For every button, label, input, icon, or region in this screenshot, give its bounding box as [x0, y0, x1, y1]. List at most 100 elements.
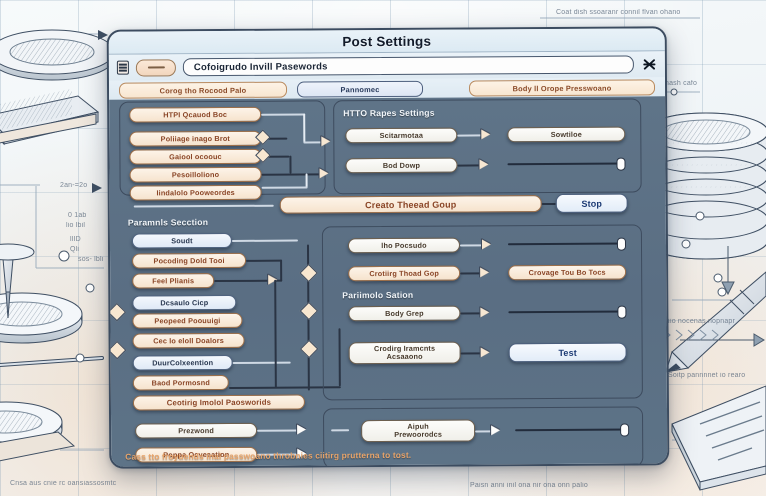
connector-lb0: [257, 429, 302, 432]
connector-lt0: [261, 113, 306, 116]
diamond-left-0: [107, 302, 127, 322]
connector-lt0-h: [303, 141, 324, 144]
connector-rm1: [460, 272, 483, 275]
arrow-lt0: [321, 136, 331, 147]
connector-lm1-v: [280, 259, 282, 282]
stop-button[interactable]: Stop: [555, 193, 628, 213]
window-titlebar: Post Settings: [108, 28, 665, 55]
node-rm-row0-source[interactable]: lho Pocsudo: [347, 237, 461, 254]
slider-knob[interactable]: [620, 423, 630, 437]
connector-rt0: [457, 134, 484, 137]
node-lm-4[interactable]: Peopeed Poouuigi: [132, 312, 243, 329]
node-lm-3[interactable]: Dcsaulo Cicp: [132, 294, 237, 311]
scissors-icon[interactable]: [641, 56, 657, 72]
page-title: Post Settings: [342, 33, 432, 49]
arrow-rm1: [480, 267, 490, 278]
background-note-6: 2an-=2o: [60, 182, 88, 189]
node-left-top-4[interactable]: Iindalolo Pooweordes: [129, 184, 262, 201]
group-right-mid-subtitle: Pariimolo Sation: [342, 289, 414, 301]
connector-lt4: [261, 186, 308, 189]
background-note-1: nash cafo: [665, 80, 698, 87]
node-lm-6[interactable]: DuurColxeention: [132, 354, 233, 371]
test-button[interactable]: Test: [508, 342, 627, 363]
node-lm-7[interactable]: Baod Pormosnd: [132, 374, 229, 391]
connector-rm0: [459, 244, 484, 247]
arrow-rb: [491, 425, 501, 436]
node-lm-2[interactable]: Feel Plianis: [132, 273, 215, 289]
arrow-rt1: [479, 159, 489, 170]
diamond-spine-1: [299, 301, 319, 321]
slider-track: [507, 242, 626, 246]
node-rb-line2: Prewoorodcs: [394, 429, 443, 439]
connector-lm1: [246, 259, 283, 262]
node-rt-row0-target[interactable]: Sowtiloe: [507, 126, 626, 143]
node-left-top-1[interactable]: Poliiage inago Brot: [129, 130, 262, 147]
node-rm-row1-source[interactable]: Crotiirg Thoad Gop: [348, 265, 461, 282]
connector-lm0: [231, 239, 298, 242]
arrow-lb0: [297, 424, 307, 435]
node-lb-0[interactable]: Prezwond: [135, 422, 258, 439]
node-left-top-2[interactable]: Gaiool ocoouc: [129, 148, 262, 165]
node-rm-row2-source[interactable]: Body Grep: [348, 305, 461, 322]
slider-the-password[interactable]: [507, 237, 627, 251]
group-right-top-title: HTTO Rapes Settings: [343, 107, 435, 119]
arrow-lm2: [268, 274, 278, 285]
background-note-4: Cnsa aus cnie rc oansiassosmtc: [10, 480, 117, 487]
node-rt-row1-source[interactable]: Bod Dowp: [345, 157, 458, 174]
node-rm-row3-source[interactable]: Crodirg Iramcnts Acsaaono: [348, 341, 461, 365]
slider-body-grep[interactable]: [508, 305, 627, 319]
background-note-0: Coat dish ssoaranr connil flvan ohano: [556, 9, 681, 16]
connector-midbar: [133, 204, 274, 208]
background-note-8: lio lbil: [66, 222, 86, 229]
slider-track: [515, 428, 630, 432]
slider-knob[interactable]: [616, 237, 627, 251]
minimize-pill-icon[interactable]: [135, 58, 176, 77]
arrow-rm2: [480, 307, 490, 318]
address-input[interactable]: Cofoigrudo Invill Pasewords: [182, 55, 634, 77]
chip-body-group[interactable]: Body ll Orope Presswoano: [468, 79, 656, 97]
diamond-spine-0: [299, 263, 318, 283]
background-note-9: llID: [70, 236, 81, 243]
node-rb-input[interactable]: Aipuh Prewoorodcs: [361, 419, 476, 443]
connector-stop: [541, 202, 556, 205]
slider-knob[interactable]: [616, 157, 626, 171]
node-lm-5[interactable]: Cec lo eloll Doalors: [132, 332, 245, 349]
background-note-11: sos- lbli: [78, 256, 104, 263]
post-settings-window: Post Settings Cofoigrudo Invill Paseword…: [106, 26, 670, 469]
chip-record-policy[interactable]: Corog tho Rocood Palo: [118, 81, 288, 99]
slider-right-bottom[interactable]: [515, 423, 630, 437]
arrow-rm3: [480, 347, 490, 358]
slider-knob[interactable]: [617, 305, 627, 319]
arrow-rm0: [481, 239, 492, 250]
diamond-spine-2: [299, 339, 319, 359]
chip-performance[interactable]: Pannomec: [296, 80, 424, 98]
node-left-top-0[interactable]: HTPI Qcauod Boc: [129, 106, 262, 123]
arrow-lt3: [319, 168, 329, 179]
scissors-glyph: [642, 58, 655, 70]
node-left-top-3[interactable]: Pesoilloliono: [129, 166, 262, 183]
create-thread-group-button[interactable]: Creato Theead Goup: [279, 195, 542, 214]
background-note-10: Qli: [70, 246, 80, 253]
node-rm-row1-target[interactable]: Crovage Tou Bo Tocs: [508, 264, 627, 281]
group-left-mid-title: Paramnls Secction: [127, 217, 209, 228]
slider-track: [508, 310, 627, 314]
window-toolbar: Cofoigrudo Invill Pasewords: [108, 51, 665, 81]
node-rt-row0-source[interactable]: Scitarmotaa: [345, 127, 458, 144]
connector-rm2: [460, 312, 483, 315]
slider-body-dump[interactable]: [507, 157, 626, 171]
connector-lt3-v: [289, 155, 292, 174]
node-lm-1[interactable]: Pocoding Dold Tooi: [132, 252, 247, 269]
node-lm-0[interactable]: Soudt: [131, 232, 232, 249]
connector-lt4-v: [305, 173, 308, 188]
slider-track: [507, 162, 626, 166]
diamond-left-1: [107, 340, 127, 360]
hamburger-menu-icon[interactable]: [116, 60, 129, 75]
connector-lm-rail: [274, 279, 277, 388]
background-note-3: Soitp pannnnet io rearo: [668, 372, 746, 379]
background-note-5: Paisn anni inil ona nir ona onn palio: [470, 482, 588, 489]
node-lb-header[interactable]: Ceotirig Imolol Paosworids: [132, 394, 305, 411]
connector-rm3: [460, 352, 483, 355]
arrow-rt0: [481, 129, 491, 140]
background-note-2: aniio nocenas nopnapr: [660, 318, 736, 325]
